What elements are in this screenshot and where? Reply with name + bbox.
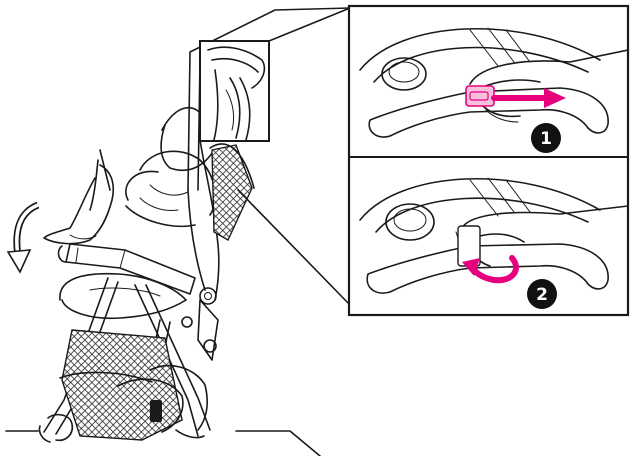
curved-arrow-down-icon — [8, 205, 38, 272]
step-badge-1-icon: 1 — [531, 123, 561, 153]
stroller-body — [6, 8, 350, 456]
svg-text:2: 2 — [536, 285, 548, 305]
svg-text:1: 1 — [540, 129, 552, 149]
detail-panel: 1 2 — [349, 6, 628, 315]
step-badge-2-icon: 2 — [527, 279, 557, 309]
